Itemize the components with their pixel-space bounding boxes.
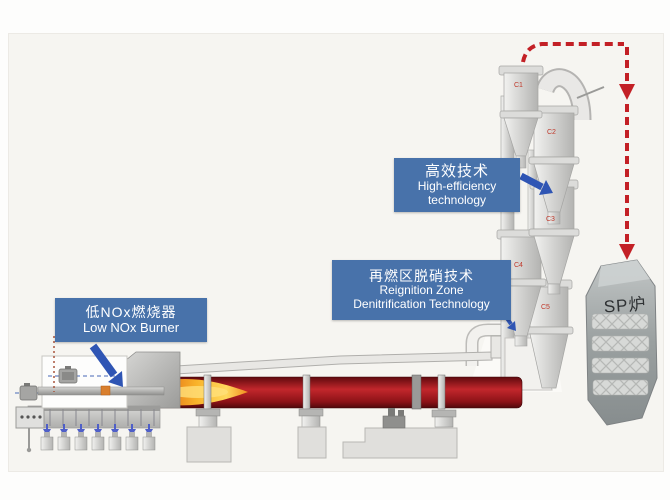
cyclone-tag-c2: C2 bbox=[547, 129, 556, 136]
sp-heat-exchanger-bands bbox=[591, 313, 650, 396]
label-low-nox-zh: 低NOx燃烧器 bbox=[85, 304, 177, 321]
rotary-kiln bbox=[155, 374, 523, 410]
label-reignition-zh: 再燃区脱硝技术 bbox=[369, 268, 474, 285]
tertiary-air-duct bbox=[175, 335, 505, 375]
label-high-eff-zh: 高效技术 bbox=[424, 162, 489, 180]
kiln-drive bbox=[382, 408, 406, 429]
label-reignition-en1: Reignition Zone bbox=[379, 283, 464, 298]
sp-furnace bbox=[585, 259, 658, 426]
kiln-tyres bbox=[203, 374, 446, 410]
flow-arrowhead-mid bbox=[619, 84, 635, 100]
burner-nozzle bbox=[100, 385, 111, 396]
label-high-eff-en2: technology bbox=[427, 192, 487, 207]
label-reignition-en2: Denitrification Technology bbox=[353, 297, 490, 312]
burner-motor bbox=[58, 366, 78, 384]
support-stick bbox=[576, 86, 605, 99]
primary-air-fan bbox=[19, 383, 38, 401]
label-low-nox-en: Low NOx Burner bbox=[82, 319, 180, 335]
cooler-fans bbox=[40, 424, 156, 451]
sp-furnace-label: SP炉 bbox=[603, 294, 648, 317]
label-low-nox-burner: 低NOx燃烧器 Low NOx Burner bbox=[55, 298, 207, 342]
flue-gas-flow-line bbox=[521, 42, 629, 243]
clinker-cooler bbox=[15, 405, 161, 453]
burner-arrow bbox=[89, 343, 118, 378]
flow-arrowhead-sp bbox=[619, 244, 635, 260]
cyclone-tag-c1: C1 bbox=[514, 82, 523, 89]
kiln-supports bbox=[186, 408, 458, 463]
callout-arrows bbox=[89, 172, 553, 387]
label-reignition-denitrification: 再燃区脱硝技术 Reignition Zone Denitrification … bbox=[332, 260, 511, 320]
cyclone-tag-c5: C5 bbox=[541, 304, 550, 311]
control-box bbox=[15, 406, 45, 453]
cyclone-tag-c3: C3 bbox=[546, 216, 555, 223]
efficiency-arrow bbox=[519, 172, 544, 191]
label-high-eff-en1: High-efficiency bbox=[417, 178, 497, 193]
firing-hood bbox=[125, 351, 181, 409]
cyclone-tag-c4: C4 bbox=[514, 262, 523, 269]
label-high-efficiency: 高效技术 High-efficiency technology bbox=[394, 158, 520, 212]
gooseneck-duct bbox=[535, 68, 605, 121]
preheater-tower bbox=[495, 65, 580, 389]
cyclone-c1 bbox=[498, 65, 544, 169]
